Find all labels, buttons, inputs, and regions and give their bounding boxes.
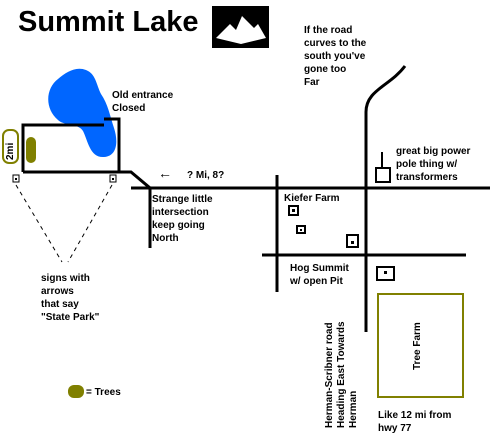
power-pole-label: great big power pole thing w/ transforme… xyxy=(396,146,471,183)
distance-marker-box xyxy=(2,129,19,164)
road-curves-note: If the road curves to the south you've g… xyxy=(304,25,367,88)
lake xyxy=(48,68,117,158)
left-arrow: ← xyxy=(158,165,172,181)
kiefer-farm-label: Kiefer Farm xyxy=(284,193,340,204)
hwy-note-label: Like 12 mi from hwy 77 xyxy=(378,410,452,434)
hog-summit-label: Hog Summit w/ open Pit xyxy=(290,263,349,287)
curving-road xyxy=(364,65,407,113)
signs-label: signs with arrows that say "State Park" xyxy=(41,273,100,323)
map-title: Summit Lake xyxy=(18,6,199,38)
legend-trees-label: = Trees xyxy=(86,387,121,398)
mileage-question-label: ? Mi, 8? xyxy=(187,170,225,181)
power-pole-box xyxy=(375,167,391,183)
trees-blob xyxy=(26,137,36,163)
road-name-line-2: Heading East Towards xyxy=(336,321,347,428)
tree-blob-icon xyxy=(68,385,84,398)
strange-intersection-label: Strange little intersection keep going N… xyxy=(152,194,213,244)
tree-farm-box xyxy=(377,293,464,398)
tree-farm-label: Tree Farm xyxy=(412,322,423,370)
mountain-logo-peaks xyxy=(216,16,266,44)
road-name-line-3: Herman xyxy=(348,390,359,428)
distance-marker-label: 2mi xyxy=(5,142,16,160)
old-entrance-label: Old entrance Closed xyxy=(112,90,174,114)
sign-pointers xyxy=(15,184,113,263)
park-roads xyxy=(21,112,490,332)
road-name-line-1: Herman-Scribner road xyxy=(324,322,335,428)
